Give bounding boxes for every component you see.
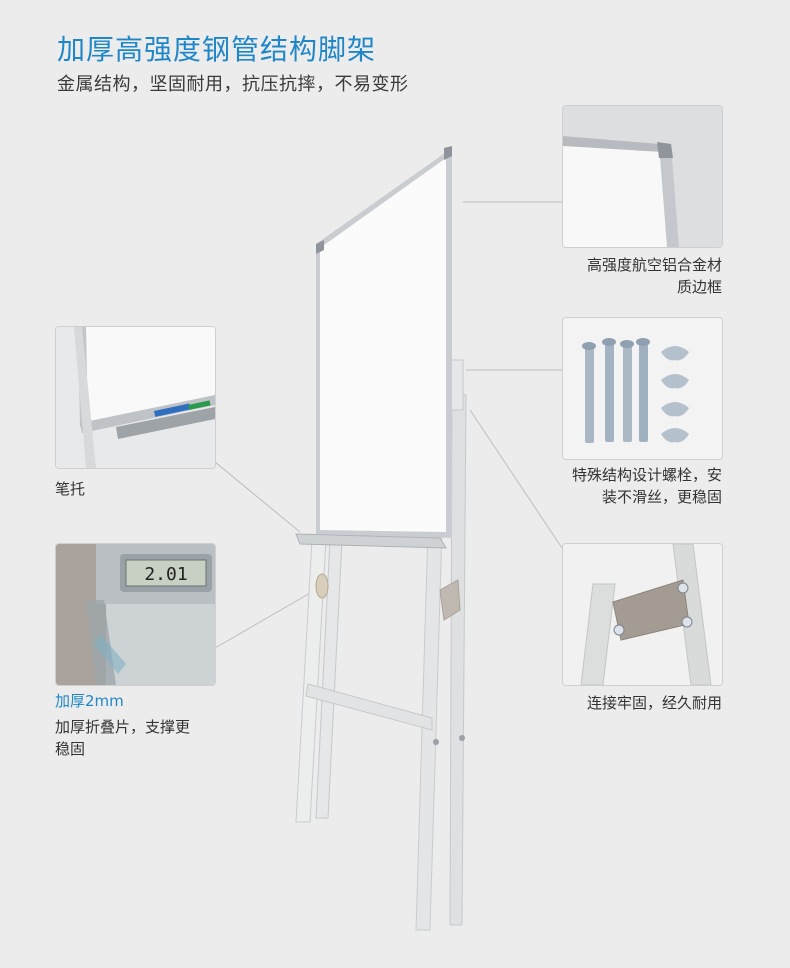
caption-thickness: 加厚折叠片，支撑更 稳固: [55, 716, 225, 760]
caption-bolts-line1: 特殊结构设计螺栓，安: [571, 466, 722, 484]
caption-frame-line2: 质边框: [676, 278, 722, 296]
caliper-reading: 2.01: [144, 564, 187, 585]
pen-tray-photo: [56, 327, 215, 468]
rear-leg-right: [449, 394, 467, 926]
thumb-caliper: 2.01: [55, 543, 216, 686]
caption-joint: 连接牢固，经久耐用: [586, 694, 722, 712]
caption-frame-line1: 高强度航空铝合金材: [586, 256, 722, 274]
bolt-dot: [459, 735, 465, 741]
thumb-pen-tray: [55, 326, 216, 469]
leader-thickness: [214, 591, 313, 649]
caliper-photo: 2.01: [56, 544, 215, 685]
caption-bolts: 特殊结构设计螺栓，安 装不滑丝，更稳固: [530, 464, 722, 508]
caption-frame: 高强度航空铝合金材 质边框: [548, 254, 722, 298]
page-subtitle: 金属结构，坚固耐用，抗压抗摔，不易变形: [57, 74, 409, 95]
caption-thickness-highlight: 加厚2mm: [55, 692, 124, 710]
caption-pen-tray: 笔托: [55, 480, 86, 498]
whiteboard-surface: [320, 158, 446, 532]
frame-corner-photo: [563, 106, 722, 247]
caption-thickness-line1: 加厚折叠片，支撑更: [55, 718, 191, 736]
thumb-bolts: [562, 317, 723, 460]
leader-pen-tray: [214, 461, 301, 533]
cross-brace: [305, 683, 433, 731]
joint-photo: [563, 544, 722, 685]
caption-thickness-line2: 稳固: [55, 740, 86, 758]
frame-corner: [444, 146, 452, 160]
page-title: 加厚高强度钢管结构脚架: [57, 33, 377, 66]
frame-corner: [316, 240, 324, 254]
bolts-photo: [563, 318, 722, 459]
thumb-aluminum-frame: [562, 105, 723, 248]
hinge-plate: [439, 579, 461, 621]
bolt-dot: [433, 739, 439, 745]
caption-bolts-line2: 装不滑丝，更稳固: [601, 488, 722, 506]
wing-nut: [315, 573, 329, 599]
thumb-joint: [562, 543, 723, 686]
pen-tray: [295, 533, 447, 549]
leader-joint: [469, 409, 563, 549]
